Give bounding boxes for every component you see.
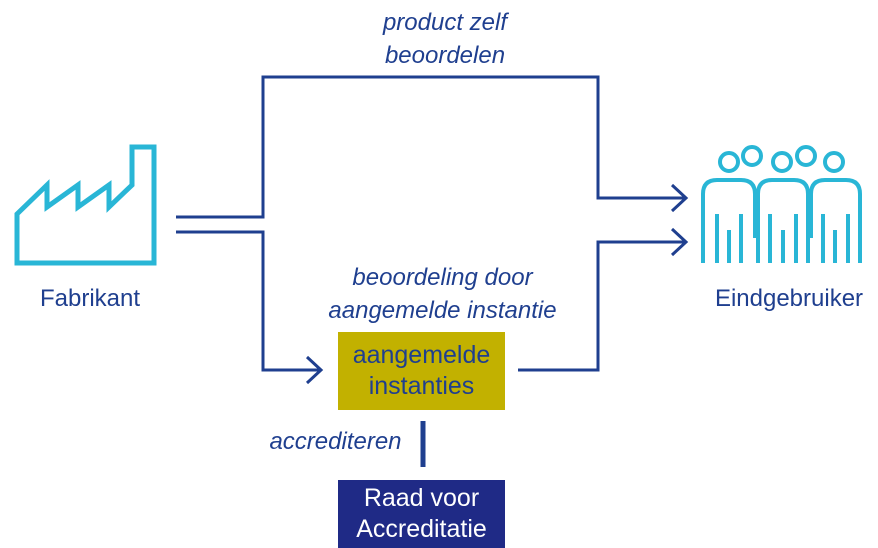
manufacturer-label: Fabrikant <box>39 285 141 312</box>
people-group-icon <box>701 145 862 263</box>
self-assessment-label: product zelf beoordelen <box>330 6 560 72</box>
arrowhead-upper <box>670 183 689 213</box>
arrowhead-lower <box>305 355 324 385</box>
notified-bodies-box: aangemelde instanties <box>338 332 505 410</box>
lower-connector <box>176 230 320 372</box>
arrowhead-middle <box>670 227 689 257</box>
notified-bodies-line-2: instanties <box>368 372 475 400</box>
notified-assessment-line-2: aangemelde instantie <box>328 297 557 324</box>
connector-lines <box>176 75 689 385</box>
upper-connector <box>176 75 684 219</box>
notified-bodies-line-1: aangemelde <box>352 341 491 369</box>
notified-to-user-connector <box>518 240 684 372</box>
self-assessment-line-2: beoordelen <box>384 42 506 69</box>
notified-assessment-label: beoordeling door aangemelde instantie <box>300 261 585 327</box>
accredit-label: accrediteren <box>269 428 402 455</box>
accreditation-council-line-1: Raad voor <box>363 484 480 512</box>
factory-icon <box>14 144 157 266</box>
end-user-label: Eindgebruiker <box>714 285 864 312</box>
accreditation-council-line-2: Accreditatie <box>356 515 487 543</box>
notified-assessment-line-1: beoordeling door <box>352 264 533 291</box>
self-assessment-line-1: product zelf <box>382 9 508 36</box>
accreditation-council-box: Raad voor Accreditatie <box>338 480 505 548</box>
